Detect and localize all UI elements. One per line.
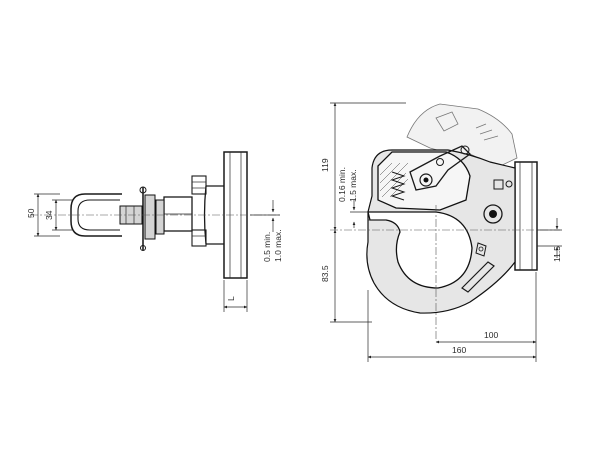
dim-L: L [226,296,236,301]
upper-bolt [191,175,207,195]
dim-100: 100 [484,330,498,340]
hook-mouth [367,211,473,289]
coupling-eye [70,193,122,237]
dim-50: 50 [26,208,36,218]
dim-11-5: 11.5 [552,246,562,262]
lower-bolt [191,229,207,247]
front-flange [514,161,538,271]
hatch-pattern [379,162,409,198]
dim-160: 160 [452,345,466,355]
jaw-plate [144,194,156,240]
pivot-pin [483,204,503,224]
dim-gap-max: 1.0 max. [273,229,283,262]
dim-gap-min: 0.5 min. [262,232,272,262]
dim-clearance-max: 1.5 max. [348,169,358,202]
dim-119: 119 [320,158,330,172]
side-view: 50 34 0.5 min. 1.0 max. L [26,151,283,312]
front-view: 119 83.5 0.16 min. 1.5 max. 11.5 100 160 [320,102,562,362]
open-jaw-ghost [406,103,518,168]
safety-handle [461,261,495,293]
dim-34: 34 [44,210,54,220]
spring [390,171,406,201]
locking-lever [409,145,471,191]
dim-83-5: 83.5 [320,265,330,282]
dim-clearance-min: 0.16 min. [337,167,347,202]
